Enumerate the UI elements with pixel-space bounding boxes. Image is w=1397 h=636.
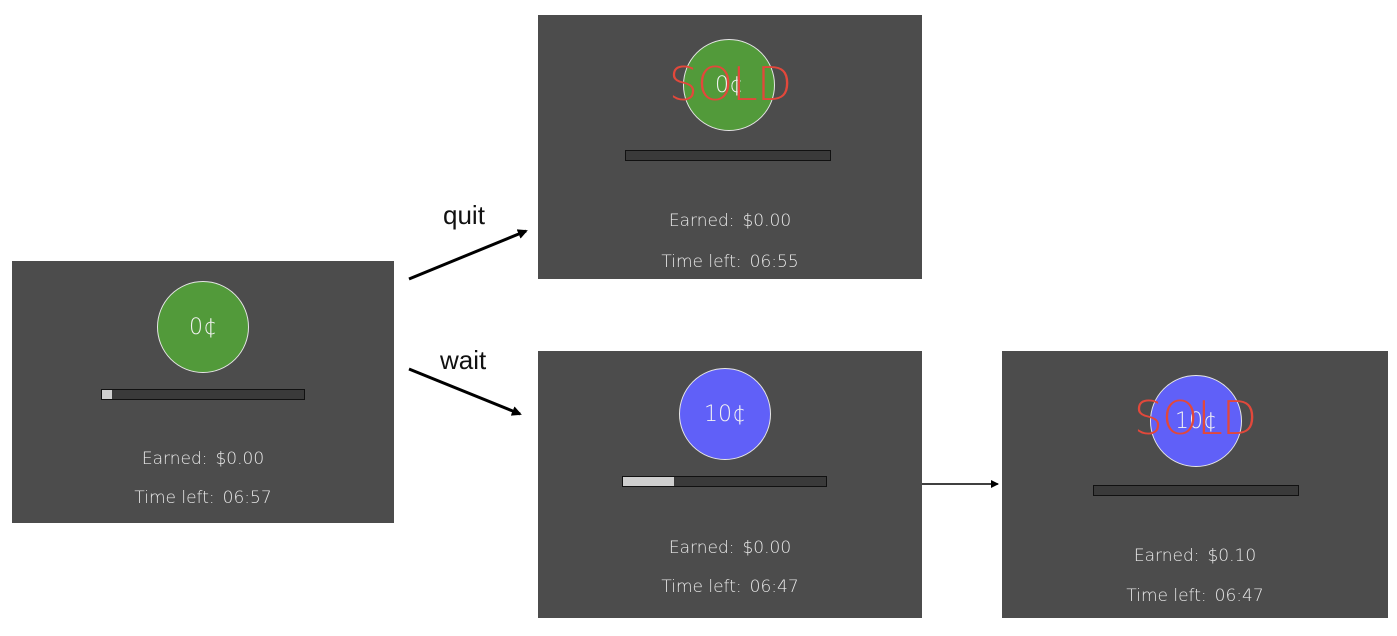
coin-value: 10¢ [704,401,746,427]
time-label: Time left: [661,577,742,597]
screen-sold: 10¢ SOLD Earned:$0.10 Time left:06:47 [1002,351,1388,618]
earned-value: $0.10 [1207,546,1257,566]
earned-label: Earned: [668,538,735,558]
time-value: 06:47 [749,577,799,597]
wait-label: wait [440,345,487,375]
earned-value: $0.00 [215,449,265,469]
coin-button[interactable]: 0¢ [157,281,249,373]
progress-fill [102,390,113,399]
earned-line: Earned: $0.00 [12,449,394,469]
quit-arrow [408,229,528,281]
earned-label: Earned: [668,211,735,231]
earned-label: Earned: [1133,546,1200,566]
time-label: Time left: [661,252,742,272]
progress-bar [101,389,305,400]
quit-label: quit [443,200,485,230]
progress-bar [625,150,831,161]
time-line: Time left: 06:57 [12,488,394,508]
earned-line: Earned: $0.00 [538,538,922,558]
coin-value: 0¢ [189,314,217,340]
earned-line: Earned: $0.10 [1002,546,1388,566]
screen-start: 0¢ Earned: $0.00 Time left: 06:57 [12,261,394,523]
time-line: Time left: 06:47 [1002,586,1388,606]
coin-value: 0¢ [715,72,743,98]
earned-line: Earned: $0.00 [538,211,922,231]
screen-quit: 0¢ SOLD Earned:$0.00 Time left:06:55 [538,15,922,279]
earned-value: $0.00 [742,211,792,231]
time-label: Time left: [134,488,215,508]
progress-bar [622,476,827,487]
coin-button[interactable]: 0¢ [683,39,775,131]
progress-fill [623,477,674,486]
time-value: 06:47 [1214,586,1264,606]
coin-value: 10¢ [1175,408,1217,434]
time-line: Time left: 06:47 [538,577,922,597]
time-value: 06:55 [749,252,799,272]
progress-bar [1093,485,1299,496]
time-value: 06:57 [222,488,272,508]
earned-value: $0.00 [742,538,792,558]
time-label: Time left: [1126,586,1207,606]
coin-button[interactable]: 10¢ [1150,375,1242,467]
time-line: Time left: 06:55 [538,252,922,272]
coin-button[interactable]: 10¢ [679,368,771,460]
screen-wait: 10¢ Earned: $0.00 Time left: 06:47 [538,351,922,618]
earned-label: Earned: [141,449,208,469]
wait-arrow [408,367,522,416]
